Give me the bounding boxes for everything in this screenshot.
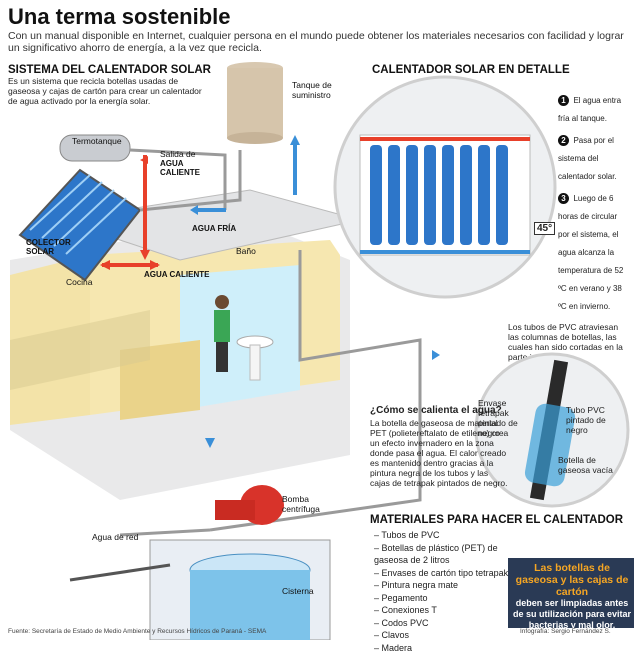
step-2: 2 Pasa por el sistema del calentador sol… <box>558 130 630 184</box>
label-agua-caliente: AGUA CALIENTE <box>144 270 209 279</box>
label-colector: COLECTOR SOLAR <box>26 238 76 256</box>
label-botella: Botella de gaseosa vacía <box>558 455 618 475</box>
hot-arrow-line <box>143 155 147 255</box>
step-1: 1 El agua entra fría al tanque. <box>558 90 630 126</box>
system-description: Es un sistema que recicla botellas usada… <box>8 76 208 106</box>
how-heading: ¿Cómo se calienta el agua? <box>370 405 502 416</box>
detail-circle <box>330 75 560 300</box>
person-head <box>215 295 229 309</box>
label-bomba: Bomba centrífuga <box>282 494 328 514</box>
label-agua-fria: AGUA FRÍA <box>192 224 236 233</box>
material-item: Tubos de PVC <box>374 529 524 542</box>
label-bano: Baño <box>236 246 256 256</box>
person-body <box>214 310 230 342</box>
page-subtitle: Con un manual disponible en Internet, cu… <box>8 30 626 54</box>
footer-source: Fuente: Secretaría de Estado de Medio Am… <box>8 628 266 635</box>
step-3: 3 Luego de 6 horas de circular por el si… <box>558 188 630 314</box>
tank-body <box>227 68 283 138</box>
material-item: Madera <box>374 642 524 654</box>
materials-heading: MATERIALES PARA HACER EL CALENTADOR <box>370 514 623 526</box>
system-heading: SISTEMA DEL CALENTADOR SOLAR <box>8 64 211 76</box>
how-body: La botella de gaseosa de material PET (p… <box>370 418 510 488</box>
angle-badge: 45° <box>534 222 555 235</box>
material-item: Pegamento <box>374 592 524 605</box>
material-item: Codos PVC <box>374 617 524 630</box>
warning-body: deben ser limpiadas antes de su utilizac… <box>512 598 632 631</box>
label-cocina: Cocina <box>66 277 92 287</box>
material-item: Conexiones T <box>374 604 524 617</box>
cold-arrow-line <box>293 140 297 195</box>
label-agua-red: Agua de red <box>92 532 138 542</box>
materials-list: Tubos de PVC Botellas de plástico (PET) … <box>374 529 524 654</box>
detail-heading: CALENTADOR SOLAR EN DETALLE <box>372 64 570 76</box>
footer-credit: Infografía: Sergio Fernández S. <box>520 628 611 635</box>
material-item: Botellas de plástico (PET) de gaseosa de… <box>374 542 524 567</box>
page-title: Una terma sostenible <box>8 4 231 30</box>
label-salida: Salida de AGUA CALIENTE <box>160 150 200 177</box>
label-cisterna: Cisterna <box>282 586 314 596</box>
label-tank: Tanque de suministro <box>292 80 342 100</box>
hot-arrow-horizontal <box>102 263 158 267</box>
label-termotanque: Termotanque <box>72 136 122 146</box>
material-item: Pintura negra mate <box>374 579 524 592</box>
warning-box: Las botellas de gaseosa y las cajas de c… <box>508 558 634 628</box>
material-item: Envases de cartón tipo tetrapak <box>374 567 524 580</box>
warning-title: Las botellas de gaseosa y las cajas de c… <box>512 562 632 598</box>
detail-steps: 1 El agua entra fría al tanque. 2 Pasa p… <box>558 90 630 314</box>
label-tubo-pvc: Tubo PVC pintado de negro <box>566 405 628 435</box>
